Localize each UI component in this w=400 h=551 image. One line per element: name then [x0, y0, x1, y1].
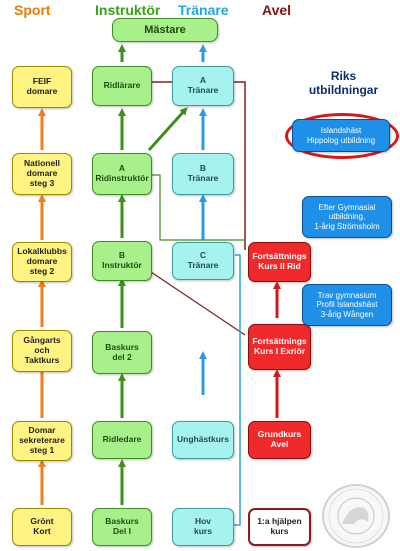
box-forsta-hjalpen: 1:a hjälpen kurs: [248, 508, 311, 546]
box-b-tranare: B Tränare: [172, 153, 234, 195]
header-sport: Sport: [14, 2, 51, 18]
box-b-instruktor: B Instruktör: [92, 241, 152, 281]
box-a-tranare: A Tränare: [172, 66, 234, 106]
box-gangarts-taktkurs: Gångarts och Taktkurs: [12, 330, 72, 372]
box-baskurs-del2: Baskurs del 2: [92, 331, 152, 374]
highlight-ring: [285, 113, 399, 159]
box-efter-gymnasial: Efter Gymnasial utbildning, 1-årig Ström…: [302, 196, 392, 238]
box-hov-kurs: Hov kurs: [172, 508, 234, 546]
box-unghastkurs: Unghästkurs: [172, 421, 234, 459]
header-avel: Avel: [262, 2, 292, 18]
box-feif-domare: FEIF domare: [12, 66, 72, 108]
box-islandshast-hippolog: Islandshäst Hippolog utbildning: [292, 119, 390, 152]
box-gront-kort: Grönt Kort: [12, 508, 72, 546]
riks-title: Riks utbildningar: [308, 69, 379, 97]
box-fortsattning-kurs-ii: Fortsättnings Kurs II Rid: [248, 242, 311, 282]
header-tranare: Tränare: [178, 2, 229, 18]
federation-seal-logo: [322, 484, 390, 548]
box-ridledare: Ridledare: [92, 421, 152, 459]
box-a-ridinstruktor: A Ridinstruktör: [92, 153, 152, 195]
box-ridlarare: Ridlärare: [92, 66, 152, 106]
box-lokalklubbs-domare: Lokalklubbs domare steg 2: [12, 242, 72, 282]
box-c-tranare: C Tränare: [172, 242, 234, 280]
box-trav-gymnasium: Trav gymnasium Profil Islandshäst 3-årig…: [302, 284, 392, 326]
line-cyan-to-hovkurs: [232, 254, 241, 526]
box-mastare: Mästare: [112, 18, 218, 42]
box-baskurs-del1: Baskurs Del I: [92, 508, 152, 546]
box-nationell-domare: Nationell domare steg 3: [12, 153, 72, 195]
line-a-ridinstruktor-to-fortsattning: [148, 174, 245, 241]
arrow-a-to-tranare: [147, 107, 188, 152]
header-instruktor: Instruktör: [95, 2, 161, 18]
box-grundkurs-avel: Grundkurs Avel: [248, 421, 311, 459]
box-fortsattning-kurs-i: Fortsättnings Kurs I Exriör: [248, 324, 311, 370]
box-domar-sekreterare: Domar sekreterare steg 1: [12, 421, 72, 461]
line-fortsattning-to-b-instruktor: [147, 269, 246, 336]
